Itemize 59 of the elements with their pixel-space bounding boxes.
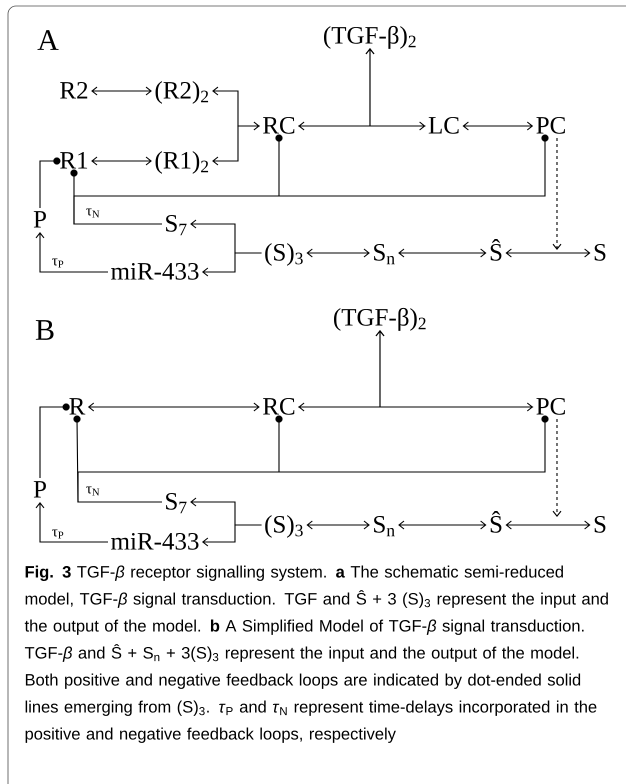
- species-label: RC: [263, 398, 294, 415]
- dot-ended-line: [73, 134, 549, 225]
- species-label: (TGF-β)$_{2}$: [324, 26, 416, 49]
- double-arrow: [506, 520, 590, 530]
- species-label: PC: [536, 398, 565, 415]
- species-label: (R1)$_{2}$: [156, 151, 208, 174]
- dot-ended-line: [77, 415, 549, 503]
- double-arrow: [298, 122, 426, 130]
- double-arrow: [91, 156, 152, 166]
- double-arrow: [398, 520, 486, 530]
- species-label: PC: [536, 116, 565, 134]
- species-label: (TGF-β)$_{2}$: [334, 308, 426, 331]
- arrow: [36, 502, 108, 543]
- double-arrow: [306, 248, 370, 258]
- arrow: [212, 125, 260, 166]
- edge-label: τ$_{N}$: [86, 208, 100, 218]
- species-label: P: [34, 481, 46, 498]
- species-label: S$_{n}$: [374, 244, 395, 264]
- edge-label: τ$_{P}$: [52, 529, 64, 539]
- arrow: [36, 232, 108, 273]
- dashed-arrow: [552, 138, 562, 250]
- arrow: [376, 330, 534, 408]
- species-label: S$_{7}$: [166, 492, 187, 514]
- species-label: (S)$_{3}$: [265, 243, 303, 266]
- species-label: R: [69, 398, 86, 414]
- species-label: R1: [60, 152, 88, 168]
- panel-label: A: [37, 30, 59, 50]
- dot-ended-line: [39, 403, 70, 478]
- species-label: LC: [428, 116, 459, 134]
- species-label: miR-433: [111, 532, 198, 550]
- species-label: S: [594, 244, 606, 261]
- panel-label: B: [36, 320, 54, 340]
- species-label: Ŝ: [490, 239, 502, 261]
- species-label: (R2)$_{2}$: [156, 81, 208, 104]
- double-arrow: [88, 402, 260, 412]
- double-arrow: [462, 122, 534, 130]
- double-arrow: [506, 248, 590, 258]
- arrow: [366, 48, 426, 127]
- species-label: R2: [60, 82, 88, 98]
- arrow: [202, 524, 262, 546]
- species-label: S$_{7}$: [166, 214, 187, 236]
- species-label: S: [594, 516, 606, 533]
- species-label: S$_{n}$: [374, 516, 395, 536]
- double-arrow: [212, 86, 260, 130]
- species-label: (S)$_{3}$: [265, 515, 303, 538]
- dot-ended-line: [39, 157, 60, 208]
- species-label: miR-433: [111, 262, 198, 280]
- double-arrow: [91, 86, 152, 96]
- double-arrow: [306, 520, 370, 530]
- species-label: P: [34, 211, 46, 228]
- double-arrow: [298, 402, 534, 412]
- arrow: [202, 252, 262, 276]
- double-arrow: [398, 248, 486, 258]
- species-label: RC: [263, 116, 294, 134]
- edge-label: τ$_{N}$: [86, 486, 100, 496]
- edge-label: τ$_{P}$: [52, 258, 64, 268]
- species-label: Ŝ: [490, 511, 502, 533]
- caption: Fig. 3 TGF-β receptor signalling system. a The schematic semi-reduced model, TGF-β signal transduction. TGF and Ŝ + 3 (S)$_{3}$ represent the input and the output of the model. b A Simplified Model of TGF-β signal transduction. TGF-β and Ŝ + S$_{n}$ + 3(S)$_{3}$ represent the input and the output of the model. Both positive and negative feedback loops are indicated by dot-ended solid lines emerging from (S)$_{3}$. τ$_{P}$ and τ$_{N}$ represent time-delays incorporated in the positive and negative feedback loops, respectively: [24, 566, 608, 743]
- dashed-arrow: [552, 419, 562, 517]
